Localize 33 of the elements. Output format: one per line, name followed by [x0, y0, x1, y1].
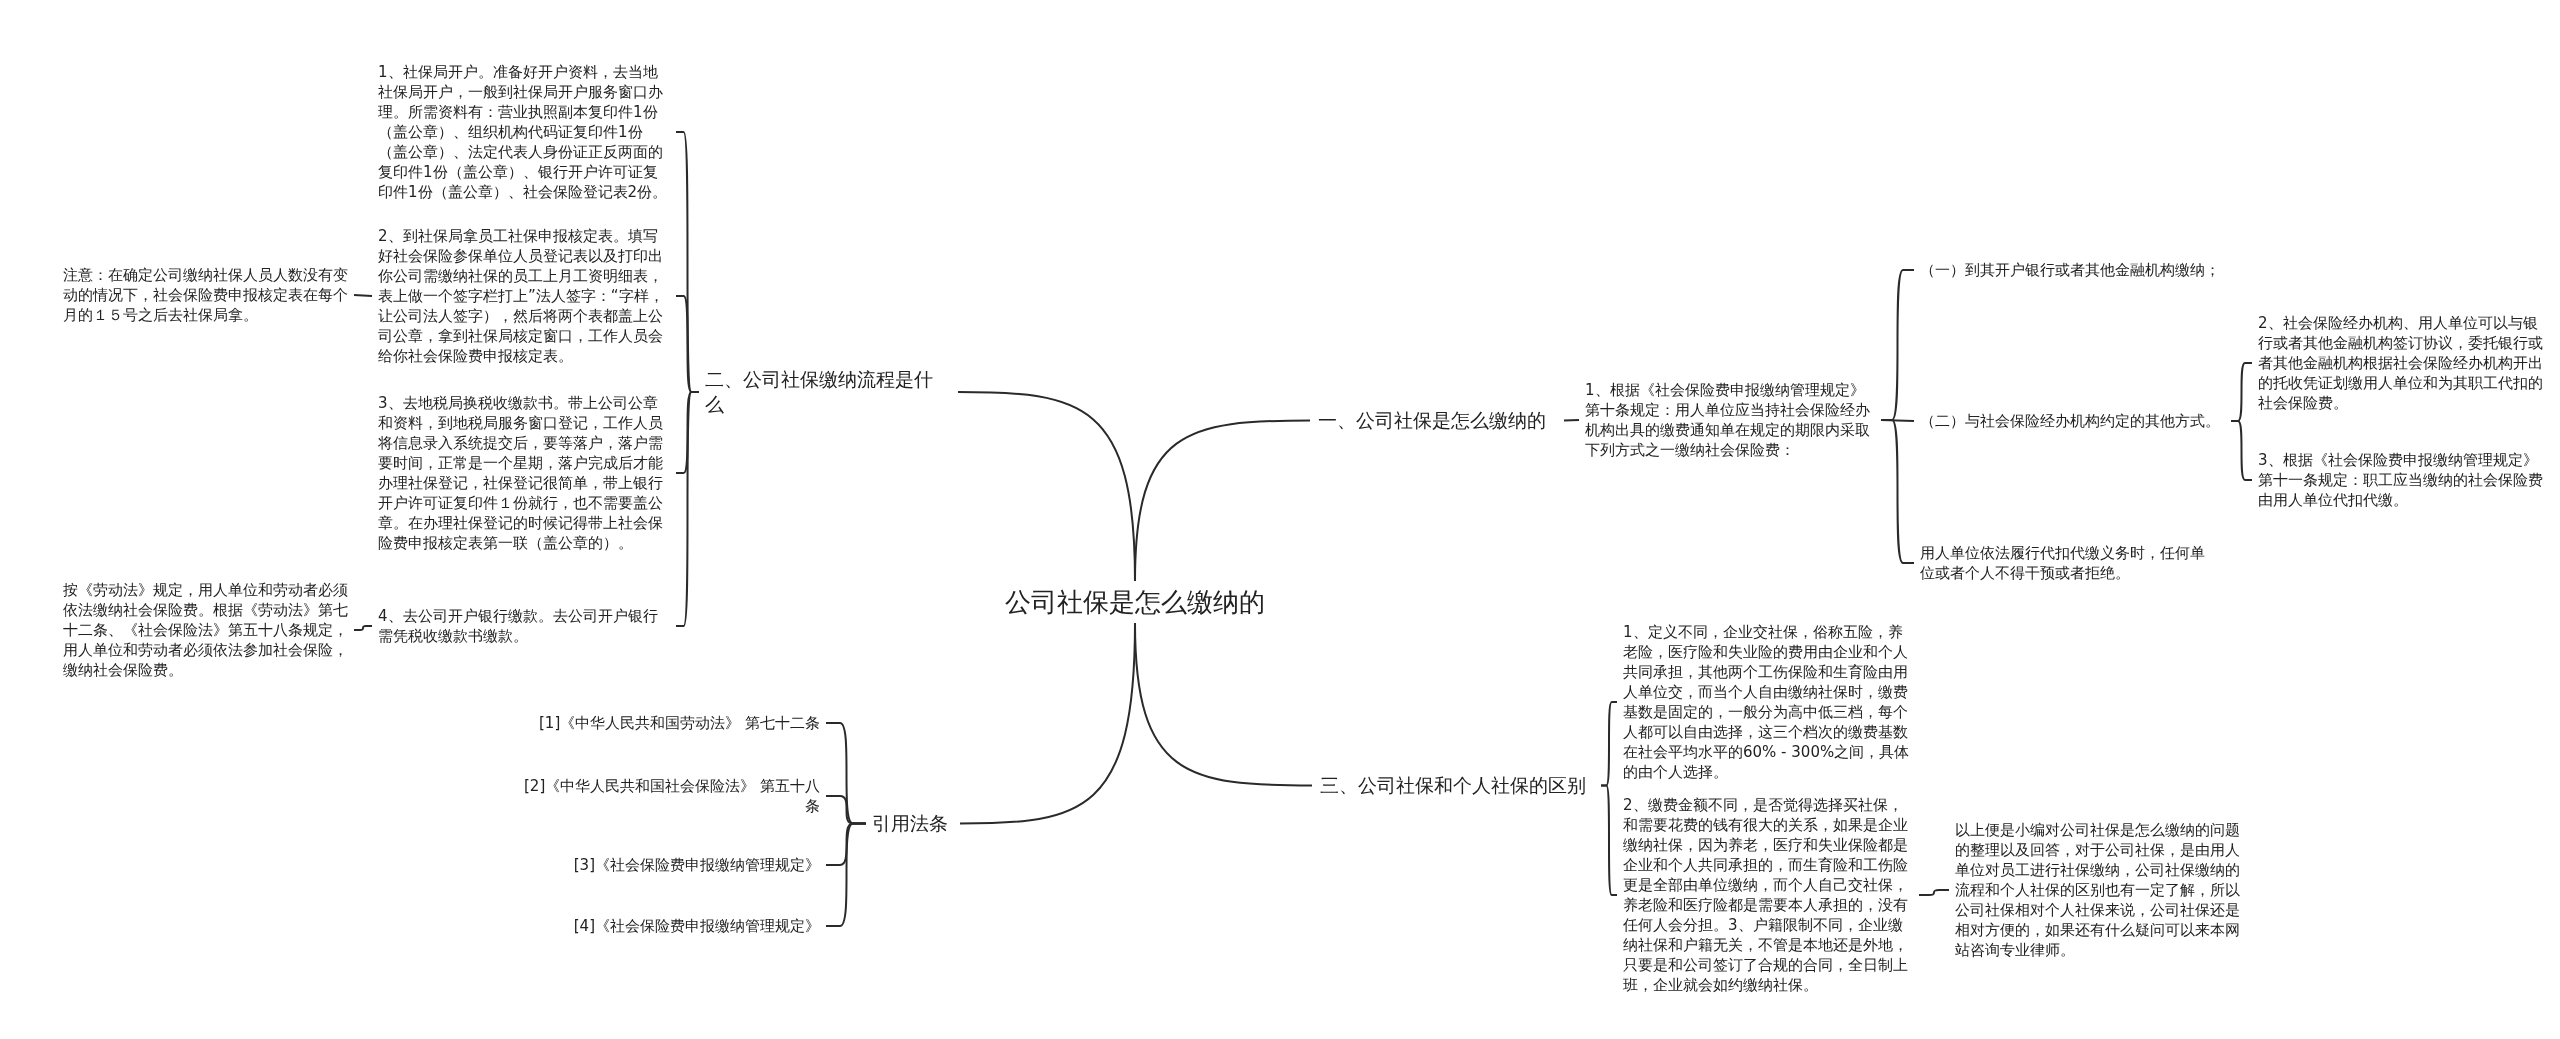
connector-line [353, 294, 373, 297]
connector-line [353, 625, 373, 631]
topic-text: 3、去地税局换税收缴款书。带上公司公章和资料，到地税局服务窗口登记，工作人员将信息录入系统提交后，要等落户，落户需要时间，正常是一个星期，落户完成后才能办理社保登记，社保登记很简单，带上银行开户许可证复印件１份就行，也不需要盖公章。在办理社保登记的时候记得带上社会保险费申报核定表第一联（盖公章的）。 [378, 393, 670, 553]
topic-text: 1、社保局开户。准备好开户资料，去当地社保局开户，一般到社保局开户服务窗口办理。所需资料有：营业执照副本复印件1份（盖公章）、组织机构代码证复印件1份（盖公章）、法定代表人身份证正反两面的复印件1份（盖公章）、银行开户许可证复印件1份（盖公章）、社会保险登记表2份。 [378, 62, 670, 202]
topic-text: （一）到其开户银行或者其他金融机构缴纳； [1920, 260, 2255, 280]
connector-line [675, 391, 700, 627]
topic-text: 注意：在确定公司缴纳社保人员人数没有变动的情况下，社会保险费申报核定表在每个月的１５号之后去社保局拿。 [63, 265, 348, 325]
topic-text: 用人单位依法履行代扣代缴义务时，任何单位或者个人不得干预或者拒绝。 [1920, 543, 2210, 583]
branch-topic: 二、公司社保缴纳流程是什么 [705, 367, 950, 417]
connector-line [1918, 889, 1950, 896]
topic-text: 2、缴费金额不同，是否觉得选择买社保，和需要花费的钱有很大的关系，如果是企业缴纳社保，因为养老，医疗和失业保险都是企业和个人共同承担的，而生育险和工伤险更是全部由单位缴纳，而个人自己交社保，养老险和医疗险都是需要本人承担的，没有任何人会分担。3、户籍限制不同，企业缴纳社保和户籍无关，不管是本地还是外地，只要是和公司签订了合规的合同，全日制上班，企业就会如约缴纳社保。 [1623, 795, 1913, 995]
topic-text: 2、到社保局拿员工社保申报核定表。填写好社会保险参保单位人员登记表以及打印出你公司需缴纳社保的员工上月工资明细表，表上做一个签字栏打上”法人签字：“字样，让公司法人签字），然后将两个表都盖上公司公章，拿到社保局核定窗口，工作人员会给你社会保险费申报核定表。 [378, 226, 670, 366]
connector-line [1134, 622, 1313, 787]
topic-text: 1、根据《社会保险费申报缴纳管理规定》第十条规定：用人单位应当持社会保险经办机构出具的缴费通知单在规定的期限内采取下列方式之一缴纳社会保险费： [1585, 380, 1875, 460]
connector-line [2230, 420, 2253, 481]
connector-line [1600, 784, 1618, 896]
topic-text: [4]《社会保险费申报缴纳管理规定》 [520, 916, 820, 936]
branch-topic: 引用法条 [872, 811, 952, 836]
topic-text: [3]《社会保险费申报缴纳管理规定》 [520, 855, 820, 875]
topic-text: 2、社会保险经办机构、用人单位可以与银行或者其他金融机构签订协议，委托银行或者其他金融机构根据社会保险经办机构开出的托收凭证划缴用人单位和为其职工代扣的社会保险费。 [2258, 313, 2548, 413]
topic-text: （二）与社会保险经办机构约定的其他方式。 [1920, 411, 2225, 431]
central-topic: 公司社保是怎么缴纳的 [1005, 585, 1265, 619]
connector-line [1563, 419, 1580, 422]
topic-text: 3、根据《社会保险费申报缴纳管理规定》第十一条规定：职工应当缴纳的社会保险费由用人单位代扣代缴。 [2258, 450, 2548, 510]
connector-line [957, 391, 1136, 582]
branch-topic: 三、公司社保和个人社保的区别 [1320, 773, 1595, 798]
topic-text: [2]《中华人民共和国社会保险法》 第五十八条 [520, 776, 820, 816]
topic-text: 以上便是小编对公司社保是怎么缴纳的问题的整理以及回答，对于公司社保，是由用人单位对员工进行社保缴纳，公司社保缴纳的流程和个人社保的区别也有一定了解，所以公司社保相对个人社保来说，公司社保还是相对方便的，如果还有什么疑问可以来本网站咨询专业律师。 [1955, 820, 2245, 960]
topic-text: 1、定义不同，企业交社保，俗称五险，养老险，医疗险和失业险的费用由企业和个人共同承担，其他两个工伤保险和生育险由用人单位交，而当个人自由缴纳社保时，缴费基数是固定的，一般分为高中低三档，每个人都可以自由选择，这三个档次的缴费基数在社会平均水平的60% - 300%之间，具体的由个人选择。 [1623, 622, 1913, 782]
topic-text: 4、去公司开户银行缴款。去公司开户银行需凭税收缴款书缴款。 [378, 606, 670, 646]
topic-text: [1]《中华人民共和国劳动法》 第七十二条 [520, 713, 820, 733]
branch-topic: 一、公司社保是怎么缴纳的 [1318, 408, 1558, 433]
topic-text: 按《劳动法》规定，用人单位和劳动者必须依法缴纳社会保险费。根据《劳动法》第七十二条、《社会保险法》第五十八条规定，用人单位和劳动者必须依法参加社会保险，缴纳社会保险费。 [63, 580, 348, 680]
